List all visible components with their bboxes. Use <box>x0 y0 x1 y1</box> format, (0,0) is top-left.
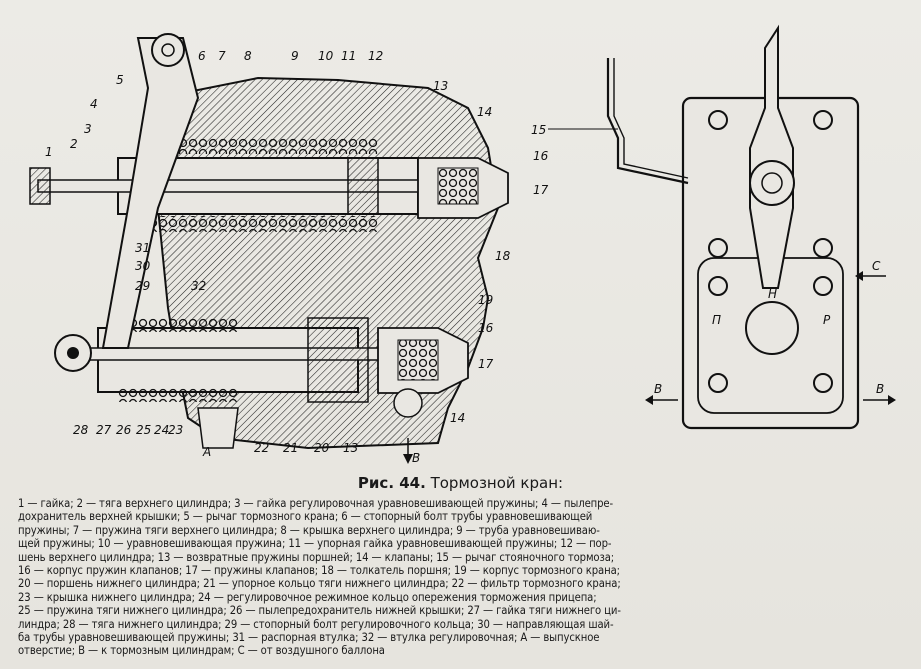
callout-label: 14 <box>477 105 492 119</box>
callout-label: 26 <box>116 423 132 437</box>
callout-label: 13 <box>433 79 448 93</box>
callout-label: 20 <box>314 441 330 455</box>
caption-title: Тормозной кран: <box>430 474 564 492</box>
callout-label: Р <box>823 313 831 327</box>
callout-label: 21 <box>283 441 298 455</box>
callout-label: 32 <box>191 279 206 293</box>
legend-line: 20 — поршень нижнего цилиндра; 21 — упор… <box>18 577 621 591</box>
callout-label: 12 <box>368 49 383 63</box>
caption-prefix: Рис. 44. <box>357 474 426 492</box>
callout-label: 16 <box>533 149 549 163</box>
figure-caption: Рис. 44. Тормозной кран: <box>0 474 921 492</box>
legend-line: пружины; 7 — пружина тяги верхнего цилин… <box>18 523 600 537</box>
callout-label: 14 <box>450 411 465 425</box>
external-view: 15 С П Р Н В В <box>531 24 896 430</box>
callout-label: 9 <box>291 49 299 63</box>
legend-line: 23 — крышка нижнего цилиндра; 24 — регул… <box>18 590 597 604</box>
callout-label: 7 <box>218 49 226 63</box>
brake-valve-drawing: 1 2 3 4 5 6 7 8 9 10 11 12 13 14 16 17 1 <box>8 8 913 470</box>
figure-legend: 1 — гайка; 2 — тяга верхнего цилиндра; 3… <box>18 497 906 658</box>
callout-label: 17 <box>478 357 494 371</box>
callout-label: В <box>412 451 420 465</box>
callout-label: П <box>712 313 721 327</box>
callout-label: 8 <box>244 49 252 63</box>
legend-line: шень верхнего цилиндра; 13 — возвратные … <box>18 550 615 564</box>
callout-label: С <box>872 259 881 273</box>
legend-line: ба трубы уравновешивающей пружины; 31 — … <box>18 631 600 645</box>
callout-label: 30 <box>135 259 151 273</box>
callout-label: А <box>202 445 211 459</box>
callout-label: 29 <box>135 279 150 293</box>
callout-label: 18 <box>495 249 511 263</box>
legend-line: дохранитель верхней крышки; 5 — рычаг то… <box>18 510 593 524</box>
callout-label: 15 <box>531 123 546 137</box>
callout-label: 5 <box>116 73 124 87</box>
callout-label: 19 <box>478 293 493 307</box>
legend-line: отверстие; В — к тормозным цилиндрам; С … <box>18 644 385 658</box>
technical-drawing-svg: 1 2 3 4 5 6 7 8 9 10 11 12 13 14 16 17 1 <box>29 24 896 465</box>
legend-line: 25 — пружина тяги нижнего цилиндра; 26 —… <box>18 604 621 618</box>
section-callouts: 1 2 3 4 5 6 7 8 9 10 11 12 13 14 16 17 1 <box>45 49 549 465</box>
legend-line: линдра; 28 — тяга нижнего цилиндра; 29 —… <box>18 617 614 631</box>
section-view: 1 2 3 4 5 6 7 8 9 10 11 12 13 14 16 17 1 <box>29 33 549 465</box>
callout-label: 4 <box>90 97 98 111</box>
callout-label: 11 <box>341 49 356 63</box>
callout-label: 17 <box>533 183 549 197</box>
external-callouts: 15 С П Р Н В В <box>531 123 884 396</box>
callout-label: 22 <box>254 441 269 455</box>
callout-label: В <box>654 382 662 396</box>
callout-label: 16 <box>478 321 494 335</box>
callout-label: 25 <box>136 423 151 437</box>
callout-label: 28 <box>73 423 89 437</box>
callout-label: 13 <box>343 441 358 455</box>
callout-label: В <box>876 382 884 396</box>
legend-line: 1 — гайка; 2 — тяга верхнего цилиндра; 3… <box>18 497 614 510</box>
callout-label: 23 <box>168 423 183 437</box>
callout-label: 31 <box>135 241 150 255</box>
callout-label: 2 <box>70 137 78 151</box>
legend-line: 16 — корпус пружин клапанов; 17 — пружин… <box>18 564 620 578</box>
callout-label: 10 <box>318 49 334 63</box>
callout-label: 3 <box>84 122 92 136</box>
callout-label: Н <box>768 287 777 301</box>
legend-line: щей пружины; 10 — уравновешивающая пружи… <box>18 537 612 551</box>
callout-label: 1 <box>45 145 53 159</box>
callout-label: 6 <box>198 49 206 63</box>
callout-label: 24 <box>154 423 169 437</box>
callout-label: 27 <box>96 423 112 437</box>
